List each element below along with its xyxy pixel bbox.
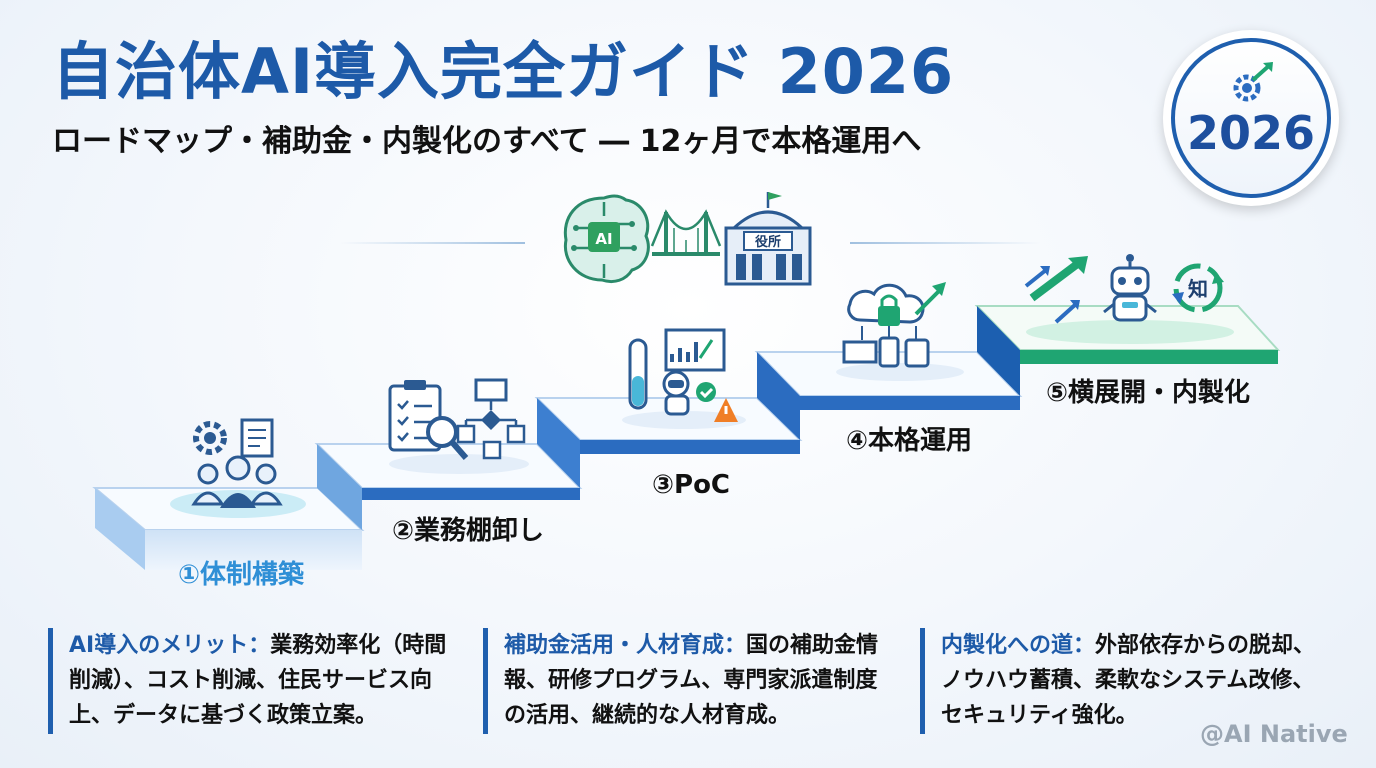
step-5-label: ⑤横展開・内製化: [1046, 378, 1251, 408]
info-subsidy-body: 国の補助金情報、研修プログラム、専門家派遣制度の活用、継続的な人材育成。: [504, 633, 879, 728]
ai-chip-label: AI: [595, 230, 612, 248]
info-subsidy-heading: 補助金活用・人材育成：: [504, 633, 747, 658]
office-sign-label: 役所: [755, 234, 781, 250]
cloud-lock-devices-icon: [836, 282, 964, 381]
bridge-icon: [650, 209, 722, 256]
year-badge-ring: [1171, 38, 1331, 198]
step-1-label: ①体制構築: [178, 560, 305, 590]
checklist-flowchart-icon: [388, 378, 529, 474]
info-insourcing: 内製化への道：外部依存からの脱却、ノウハウ蓄積、柔軟なシステム改修、セキュリティ…: [920, 628, 1320, 734]
divider-right: [850, 242, 1040, 244]
info-benefits-body: 業務効率化（時間削減）、コスト削減、住民サービス向上、データに基づく政策立案。: [69, 633, 447, 728]
badge-year: 2026: [1186, 106, 1316, 160]
step-4-label: ④本格運用: [846, 426, 973, 456]
knowledge-kanji: 知: [1188, 277, 1208, 301]
info-benefits: AI導入のメリット：業務効率化（時間削減）、コスト削減、住民サービス向上、データ…: [48, 628, 448, 734]
team-gear-icon: [170, 418, 306, 518]
scale-robot-knowledge-icon: 知: [1024, 254, 1234, 344]
city-office-icon: [724, 192, 812, 286]
step-3-label: ③PoC: [652, 470, 731, 500]
hero-illustration: AI 役所: [563, 192, 812, 286]
year-badge: 2026: [1163, 30, 1339, 206]
brain-icon: [563, 194, 650, 284]
poc-lab-robot-icon: [622, 328, 746, 429]
info-subsidy: 補助金活用・人材育成：国の補助金情報、研修プログラム、専門家派遣制度の活用、継続…: [483, 628, 883, 734]
info-insourcing-heading: 内製化への道：: [941, 633, 1096, 658]
step-2-label: ②業務棚卸し: [392, 516, 545, 546]
page-title: 自治体AI導入完全ガイド 2026: [52, 35, 955, 108]
gear-growth-icon: [1233, 62, 1273, 102]
info-benefits-heading: AI導入のメリット：: [69, 633, 271, 658]
watermark: @AI Native: [1200, 720, 1348, 748]
page-subtitle: ロードマップ・補助金・内製化のすべて ― 12ヶ月で本格運用へ: [52, 124, 922, 159]
divider-left: [340, 242, 525, 244]
info-insourcing-body: 外部依存からの脱却、ノウハウ蓄積、柔軟なシステム改修、セキュリティ強化。: [941, 633, 1316, 728]
